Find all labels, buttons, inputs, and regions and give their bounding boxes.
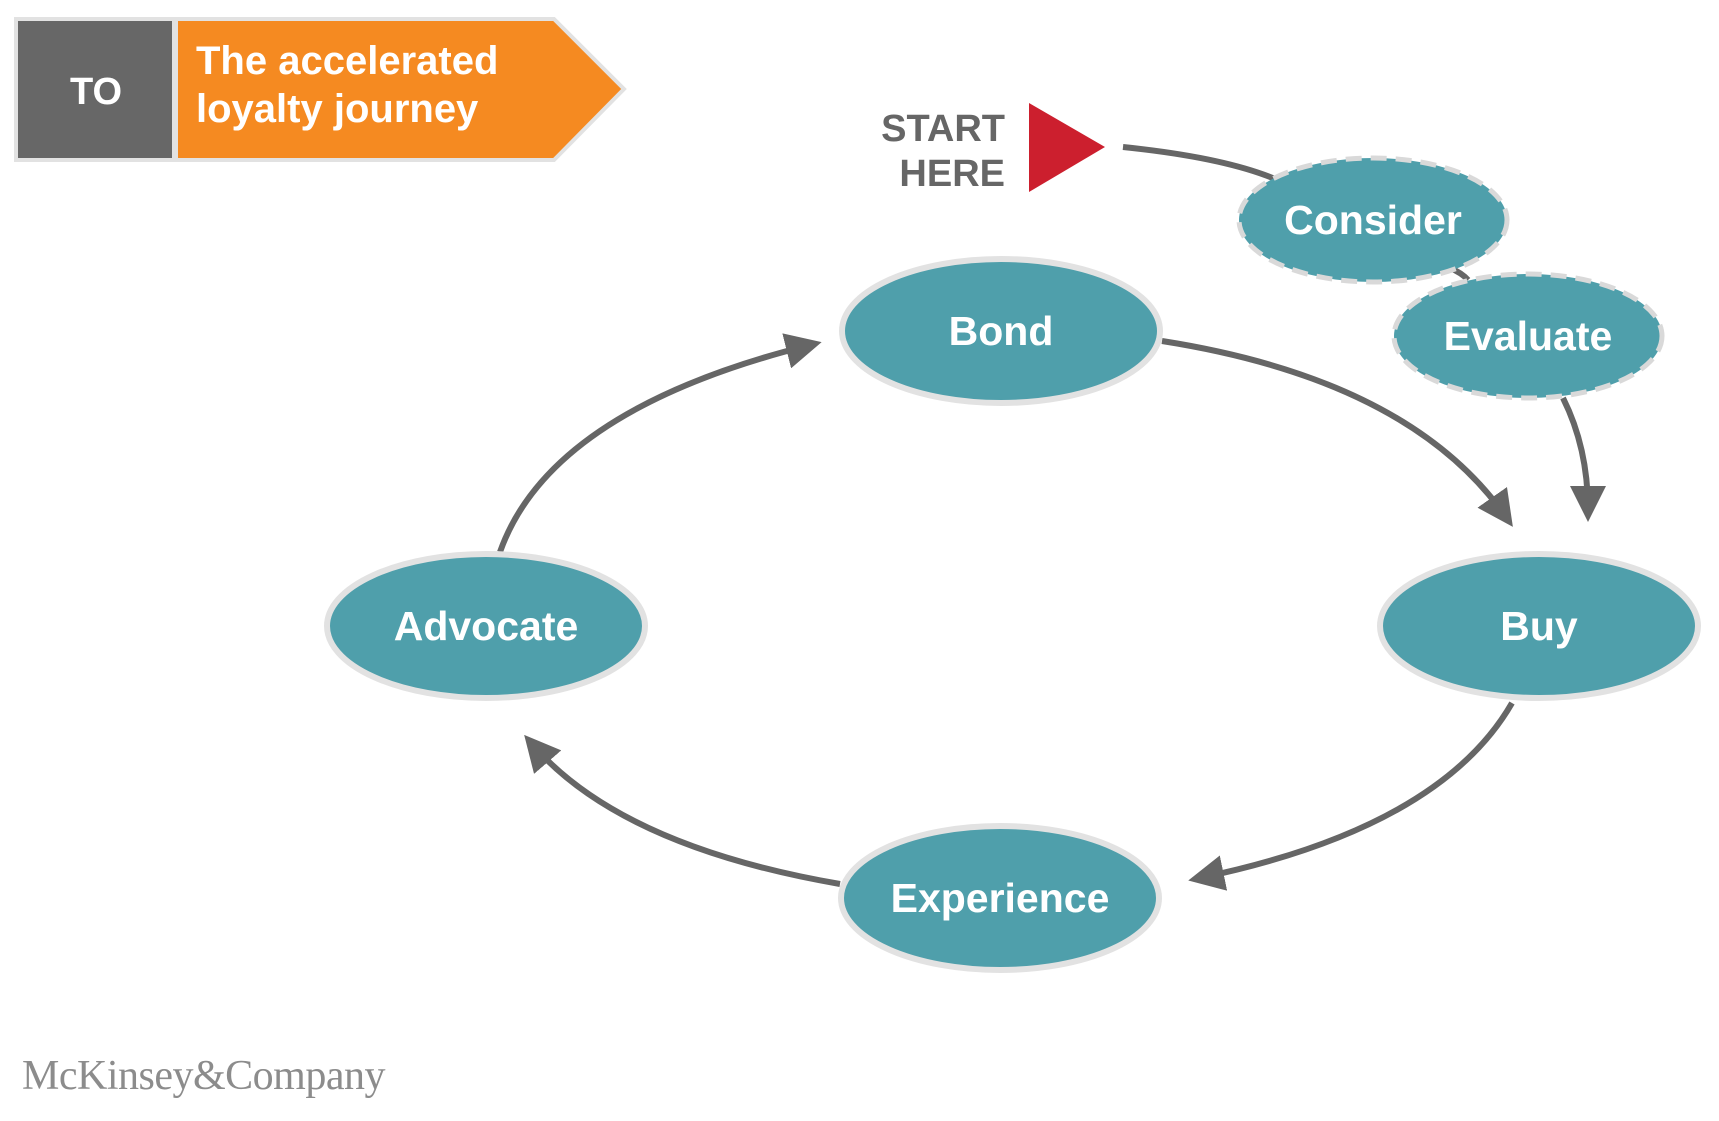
header-tag-box <box>14 17 176 162</box>
node-advocate-label: Advocate <box>394 603 579 649</box>
node-experience-shape <box>838 823 1162 973</box>
start-label-line1: START <box>881 108 1005 150</box>
node-bond-shape <box>839 256 1163 406</box>
start-to-consider-line <box>1122 144 1284 185</box>
node-buy-shape <box>1377 551 1701 701</box>
node-evaluate: Evaluate <box>1391 271 1665 401</box>
node-buy-label: Buy <box>1500 603 1578 649</box>
advocate-to-bond-arrow <box>497 333 822 553</box>
header-banner: TO The accelerated loyalty journey <box>14 17 627 162</box>
buy-to-experience-arrow <box>1188 701 1515 891</box>
bond-to-buy-arrow <box>1161 338 1513 527</box>
connectors <box>497 144 1606 891</box>
start-label-line2: HERE <box>899 153 1005 195</box>
node-consider-label: Consider <box>1284 197 1462 243</box>
header-title-arrow-shape <box>174 17 627 162</box>
header-title-line2: loyalty journey <box>196 87 479 131</box>
experience-to-advocate-arrow <box>524 734 841 887</box>
node-experience-label: Experience <box>891 875 1110 921</box>
node-bond-label: Bond <box>949 308 1054 354</box>
header-tag-label: TO <box>70 71 122 113</box>
node-experience: Experience <box>838 823 1162 973</box>
header-title-line1: The accelerated <box>196 39 498 83</box>
node-bond: Bond <box>839 256 1163 406</box>
company-logo: McKinsey&Company <box>22 1053 385 1099</box>
evaluate-to-buy-arrow <box>1560 396 1606 522</box>
node-evaluate-shape <box>1391 271 1665 401</box>
node-advocate: Advocate <box>324 551 648 701</box>
node-consider: Consider <box>1236 155 1510 285</box>
node-evaluate-label: Evaluate <box>1444 313 1613 359</box>
start-marker-icon <box>1029 103 1105 192</box>
node-advocate-shape <box>324 551 648 701</box>
node-consider-shape <box>1236 155 1510 285</box>
node-buy: Buy <box>1377 551 1701 701</box>
start-here: START HERE <box>881 103 1105 195</box>
